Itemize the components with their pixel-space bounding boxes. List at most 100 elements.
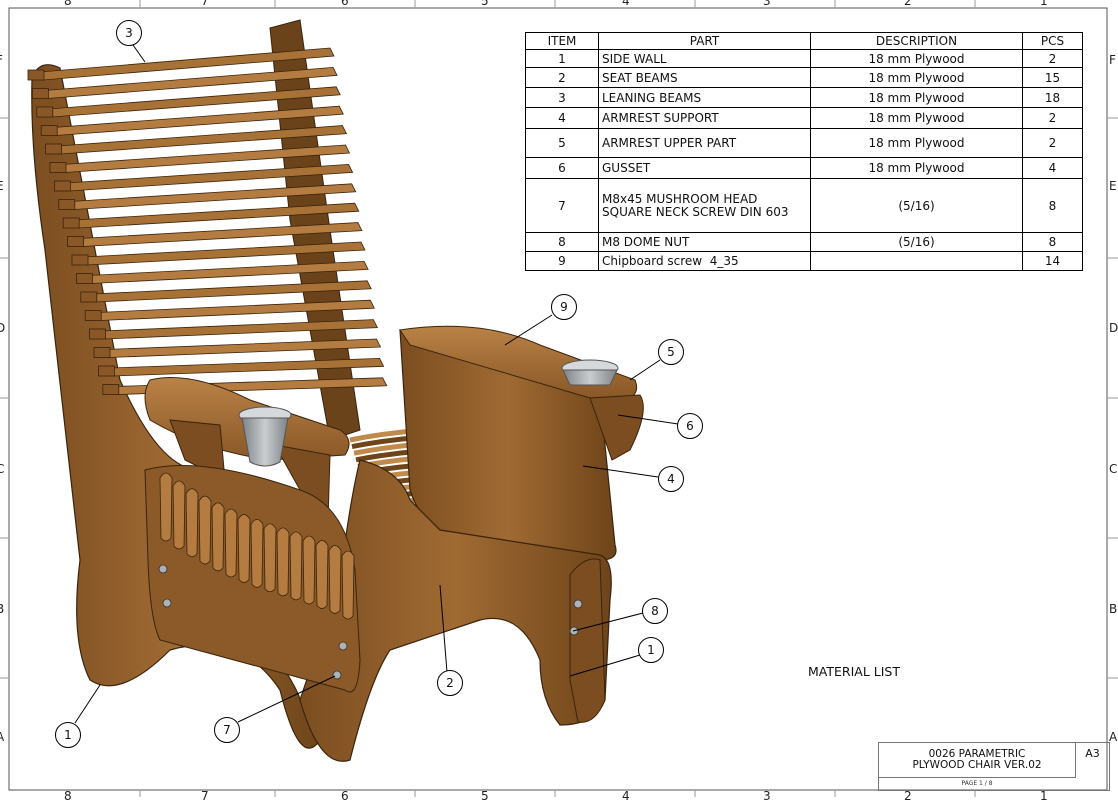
part-description (810, 251, 1023, 271)
table-row: 5 ARMREST UPPER PART 18 mm Plywood 2 (525, 128, 1083, 158)
column-header-pcs: PCS (1022, 32, 1083, 50)
balloon-item-4: 4 (658, 466, 684, 492)
part-quantity: 15 (1022, 67, 1083, 88)
leaning-beam-end (98, 365, 115, 377)
leaning-beam-end (84, 310, 102, 321)
drawing-title-line: PLYWOOD CHAIR VER.02 (912, 759, 1042, 771)
zone-row-label: B (1109, 602, 1118, 616)
side-wall-left-front (144, 465, 361, 693)
seat-beam-end (211, 502, 225, 572)
seat-beam-end (172, 480, 186, 550)
title-block: 0026 PARAMETRIC PLYWOOD CHAIR VER.02 A3 … (878, 742, 1110, 791)
part-description: 18 mm Plywood (810, 67, 1023, 88)
part-name: SEAT BEAMS (598, 67, 811, 88)
balloon-item-5: 5 (658, 339, 684, 365)
part-quantity: 8 (1022, 232, 1083, 252)
balloon-leaders (74, 44, 679, 724)
zone-col-label: 6 (341, 789, 349, 803)
item-number: 2 (525, 67, 599, 88)
armrest-support-right (399, 325, 644, 561)
leaning-beam-end (89, 328, 106, 340)
balloon-item-1: 1 (638, 637, 664, 663)
part-quantity: 2 (1022, 49, 1083, 68)
leaning-beam-end (93, 347, 111, 358)
part-name: GUSSET (598, 157, 811, 179)
zone-row-label: A (1109, 730, 1118, 744)
seat-beam-end (341, 550, 355, 620)
zone-col-label: 8 (64, 789, 72, 803)
page-number: PAGE 1 / 8 (961, 780, 993, 787)
table-row: 6 GUSSET 18 mm Plywood 4 (525, 157, 1083, 179)
zone-col-label: 5 (481, 789, 489, 803)
balloon-item-3: 3 (116, 20, 142, 46)
armrest-left (144, 377, 350, 522)
part-name: ARMREST SUPPORT (598, 107, 811, 129)
balloon-item-1: 1 (55, 722, 81, 748)
part-description: 18 mm Plywood (810, 49, 1023, 68)
zone-row-label: C (1109, 462, 1118, 476)
table-header-row: ITEM PART DESCRIPTION PCS (525, 32, 1083, 50)
zone-col-label: 7 (201, 789, 209, 803)
balloon-item-9: 9 (551, 294, 577, 320)
seat-beam-end (289, 531, 303, 601)
side-wall-right (299, 459, 612, 762)
part-quantity: 18 (1022, 87, 1083, 108)
zone-col-label: 1 (1040, 0, 1048, 8)
table-row: 4 ARMREST SUPPORT 18 mm Plywood 2 (525, 107, 1083, 129)
seat-beam-end (328, 545, 342, 614)
item-number: 5 (525, 128, 599, 158)
leaning-beam-end (58, 199, 76, 210)
part-description: 18 mm Plywood (810, 107, 1023, 129)
leaning-beam-end (80, 291, 98, 303)
column-header-part: PART (598, 32, 811, 50)
seat-beam-end (263, 523, 277, 593)
zone-col-label: 5 (481, 0, 489, 8)
item-number: 9 (525, 251, 599, 271)
zone-col-label: 3 (763, 789, 771, 803)
leaning-beam-end (102, 384, 120, 395)
seat-beam-end (159, 472, 173, 542)
part-quantity: 14 (1022, 251, 1083, 271)
part-description: 18 mm Plywood (810, 87, 1023, 108)
zone-row-label: F (0, 54, 3, 66)
part-quantity: 8 (1022, 178, 1083, 233)
part-name-line: SQUARE NECK SCREW DIN 603 (602, 204, 789, 219)
leaning-beam-end (54, 180, 71, 192)
zone-row-label: F (1109, 53, 1116, 67)
balloon-item-8: 8 (642, 598, 668, 624)
leaning-beam-end (76, 273, 93, 284)
zone-col-label: 7 (201, 0, 209, 8)
zone-row-label: B (0, 602, 5, 616)
part-description: (5/16) (810, 232, 1023, 252)
part-name: Chipboard screw 4_35 (598, 251, 811, 271)
seat-beam-end (302, 535, 316, 605)
item-number: 6 (525, 157, 599, 179)
item-number: 7 (525, 178, 599, 233)
leaning-beam-end (71, 254, 89, 266)
part-description: (5/16) (810, 178, 1023, 233)
balloon-item-6: 6 (677, 413, 703, 439)
item-number: 4 (525, 107, 599, 129)
leaning-beam-end (62, 217, 80, 229)
leaning-beam-end (49, 162, 67, 173)
seat-beam-end (224, 508, 238, 578)
zone-col-label: 2 (904, 0, 912, 8)
drawing-title-line: 0026 PARAMETRIC (928, 748, 1026, 760)
zone-col-label: 6 (341, 0, 349, 8)
leaning-beam-end (40, 125, 58, 136)
part-quantity: 2 (1022, 128, 1083, 158)
zone-col-label: 1 (1040, 789, 1048, 803)
parts-list-table: ITEM PART DESCRIPTION PCS 1 SIDE WALL 18… (525, 32, 1083, 271)
column-header-item: ITEM (525, 32, 599, 50)
seat-beam-end (250, 518, 264, 588)
part-name: M8 DOME NUT (598, 232, 811, 252)
zone-col-label: 8 (64, 0, 72, 8)
drawing-title: 0026 PARAMETRIC PLYWOOD CHAIR VER.02 (879, 743, 1076, 778)
seat-beam-end (185, 488, 199, 558)
seat-beam-end (198, 495, 212, 565)
item-number: 8 (525, 232, 599, 252)
balloon-item-2: 2 (437, 670, 463, 696)
